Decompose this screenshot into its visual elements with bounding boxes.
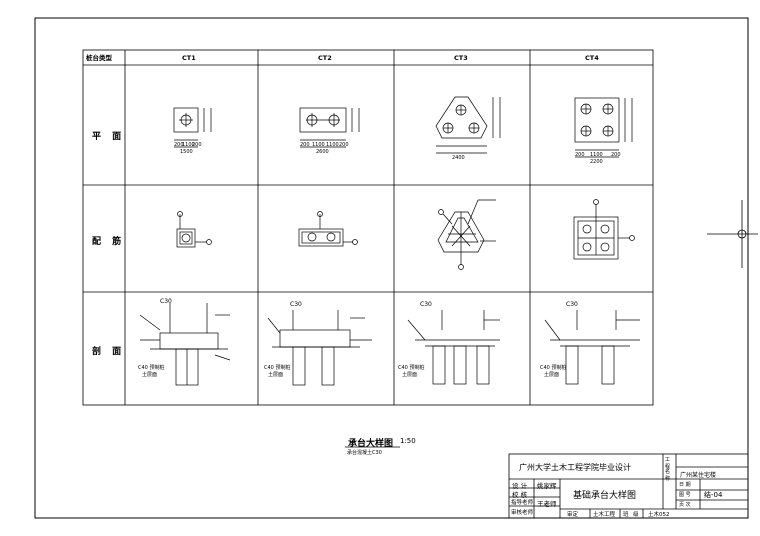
ct1-plan — [173, 107, 212, 148]
ct2-plan — [299, 107, 360, 148]
ct2-dim: 200 — [300, 142, 310, 148]
ct4-plan — [574, 97, 633, 158]
ct3-soil-label: 土层面 — [402, 372, 418, 378]
ct3-pile-label: C40 预制桩 — [398, 365, 425, 371]
ct1-dim: 1100 — [182, 142, 195, 148]
table-corner-label: 桩台类型 — [86, 54, 112, 62]
ct4-concrete-label: C30 — [566, 301, 578, 308]
title-block-review-value: 王老师 — [537, 500, 557, 508]
drawing-caption-title: 承台大样图 — [348, 439, 394, 449]
ct1-soil-label: 土层面 — [142, 372, 158, 378]
ct1-dim: 200 — [174, 142, 184, 148]
ct1-section — [139, 303, 231, 386]
ct4-rebar — [573, 199, 635, 260]
title-block-project-value: 广州某住宅楼 — [680, 472, 717, 479]
sheet-border — [34, 17, 749, 519]
title-block-no-label: 图 号 — [679, 492, 691, 498]
title-block-check-label: 校 核 — [512, 491, 528, 499]
title-block-project-label: 工 程 — [665, 457, 671, 470]
title-block-bottom-cell: 土木工程 — [593, 512, 616, 518]
title-block-page-label: 页 次 — [679, 502, 691, 508]
title-block-bottom-cell: 审定 — [567, 512, 579, 518]
ct2-rebar — [298, 211, 358, 247]
title-block-bottom-cell: 班 — [623, 512, 629, 518]
title-block-no-value: 结-04 — [704, 491, 723, 499]
ct4-soil-label: 土层面 — [544, 372, 560, 378]
column-header-ct3: CT3 — [454, 54, 468, 62]
ct2-dim: 1100 — [312, 142, 325, 148]
drawing-caption-scale: 1:50 — [400, 437, 416, 445]
title-block-drawing-title: 基础承台大样图 — [573, 491, 637, 501]
ct2-pile-label: C40 预制桩 — [264, 365, 291, 371]
ct4-pile-label: C40 预制桩 — [540, 365, 567, 371]
alignment-marker-circle — [737, 229, 747, 239]
ct2-concrete-label: C30 — [290, 301, 302, 308]
ct2-dim: 200 — [339, 142, 349, 148]
title-block-grid — [508, 453, 749, 519]
ct3-plan — [435, 96, 501, 154]
ct2-soil-label: 土层面 — [268, 372, 284, 378]
column-header-ct1: CT1 — [182, 54, 196, 62]
ct3-section — [407, 310, 500, 385]
title-block-date-label: 日 期 — [679, 482, 691, 488]
detail-table-grid — [82, 49, 654, 406]
ct4-dim: 200 — [611, 152, 621, 158]
title-block-review-label: 指导老师 — [511, 500, 534, 506]
ct4-dim-total: 2200 — [590, 159, 603, 165]
title-block-bottom-cell: 土木052 — [648, 512, 670, 518]
ct4-dim: 1100 — [590, 152, 603, 158]
ct2-dim-total: 2600 — [316, 149, 329, 155]
title-block-design-value: 姚家辉 — [537, 482, 557, 490]
row-label-section: 剖 面 — [92, 347, 126, 357]
ct3-dim-total: 2400 — [452, 155, 465, 161]
ct4-dim: 200 — [575, 152, 585, 158]
title-block-project-label2: 名 称 — [665, 469, 671, 482]
title-block-approve-label: 审核老师 — [511, 510, 534, 516]
column-header-ct4: CT4 — [585, 54, 599, 62]
ct1-dim-total: 1500 — [180, 149, 193, 155]
ct1-concrete-label: C30 — [160, 298, 172, 305]
drawing-caption-note: 承台混凝土C30 — [347, 450, 382, 456]
ct3-concrete-label: C30 — [420, 301, 432, 308]
ct1-rebar — [176, 211, 212, 248]
row-label-plan: 平 面 — [92, 132, 126, 142]
ct2-dim: 1100 — [326, 142, 339, 148]
title-block-design-label: 设 计 — [512, 482, 528, 490]
ct1-pile-label: C40 预制桩 — [138, 365, 165, 371]
ct3-rebar — [437, 199, 496, 270]
title-block-bottom-cell: 级 — [633, 512, 639, 518]
column-header-ct2: CT2 — [318, 54, 332, 62]
ct2-section — [267, 310, 372, 386]
ct1-dim: 200 — [192, 142, 202, 148]
title-block-school: 广州大学土木工程学院毕业设计 — [519, 463, 631, 472]
row-label-rebar: 配 筋 — [92, 237, 126, 247]
ct4-section — [544, 310, 640, 385]
